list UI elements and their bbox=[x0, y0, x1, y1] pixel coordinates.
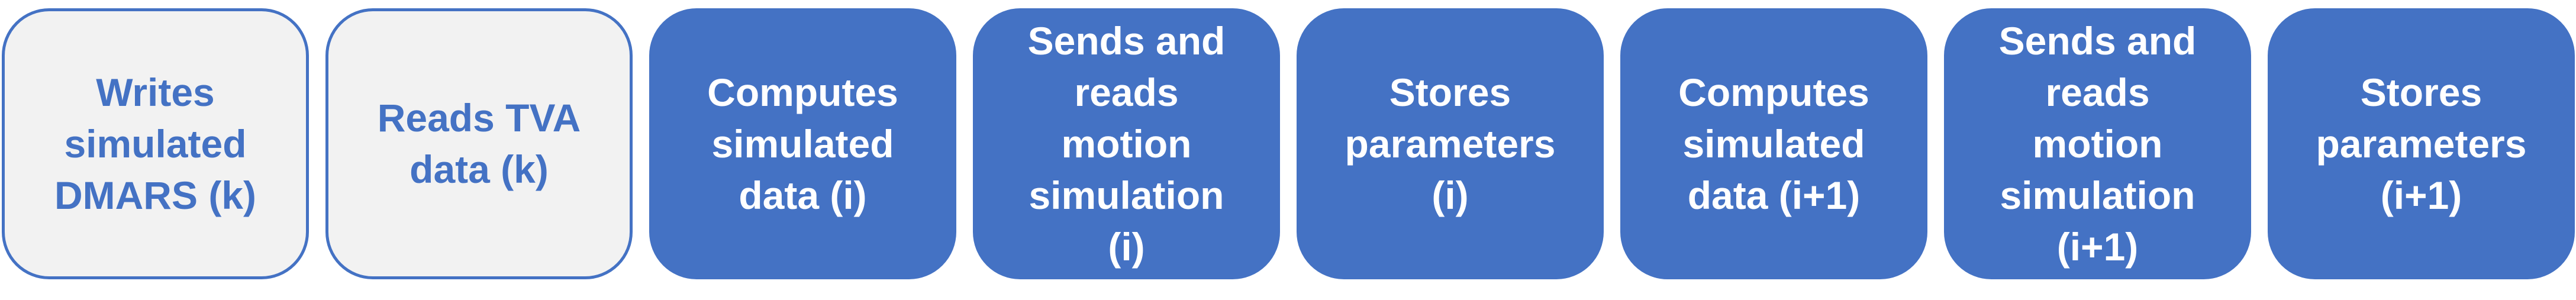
step-sends-reads-motion-simulation-i-plus-1: Sends and reads motion simulation (i+1) bbox=[1944, 8, 2251, 279]
step-stores-parameters-i: Stores parameters (i) bbox=[1297, 8, 1604, 279]
step-stores-parameters-i-plus-1: Stores parameters (i+1) bbox=[2268, 8, 2575, 279]
step-label: Sends and reads motion simulation (i) bbox=[1027, 18, 1226, 269]
step-computes-simulated-data-i: Computes simulated data (i) bbox=[649, 8, 956, 279]
step-sends-reads-motion-simulation-i: Sends and reads motion simulation (i) bbox=[973, 8, 1280, 279]
step-writes-simulated-dmars: Writes simulated DMARS (k) bbox=[2, 8, 309, 279]
step-label: Reads TVA data (k) bbox=[377, 96, 581, 191]
step-label: Stores parameters (i+1) bbox=[2316, 70, 2527, 217]
step-label: Stores parameters (i) bbox=[1345, 70, 1556, 217]
step-label: Computes simulated data (i) bbox=[707, 70, 898, 217]
step-label: Computes simulated data (i+1) bbox=[1678, 70, 1869, 217]
step-label: Sends and reads motion simulation (i+1) bbox=[1998, 18, 2197, 269]
step-reads-tva-data: Reads TVA data (k) bbox=[325, 8, 633, 279]
step-computes-simulated-data-i-plus-1: Computes simulated data (i+1) bbox=[1620, 8, 1927, 279]
step-label: Writes simulated DMARS (k) bbox=[54, 70, 256, 217]
